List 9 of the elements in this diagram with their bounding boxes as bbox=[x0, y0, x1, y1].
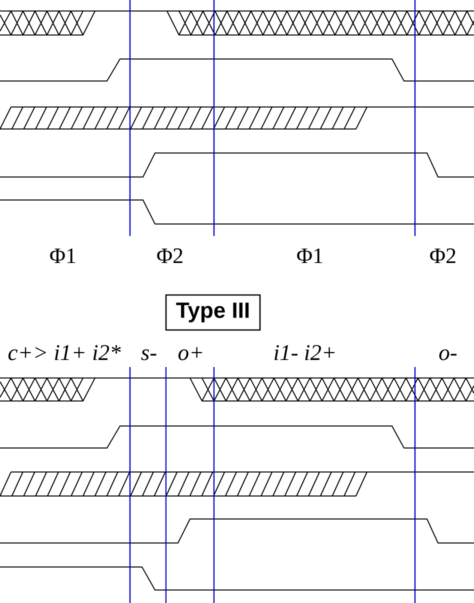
event-label: c+> i1+ i2* bbox=[8, 345, 121, 360]
phase-label: Φ1 bbox=[297, 248, 322, 263]
title-box: Type III bbox=[165, 294, 261, 331]
event-label: s- bbox=[141, 349, 156, 360]
phase-label: Φ2 bbox=[430, 248, 456, 263]
event-label: o- bbox=[439, 349, 457, 360]
phase-label: Φ1 bbox=[50, 248, 76, 263]
phase-label: Φ2 bbox=[157, 248, 182, 263]
event-label: i1- i2+ bbox=[274, 345, 334, 360]
